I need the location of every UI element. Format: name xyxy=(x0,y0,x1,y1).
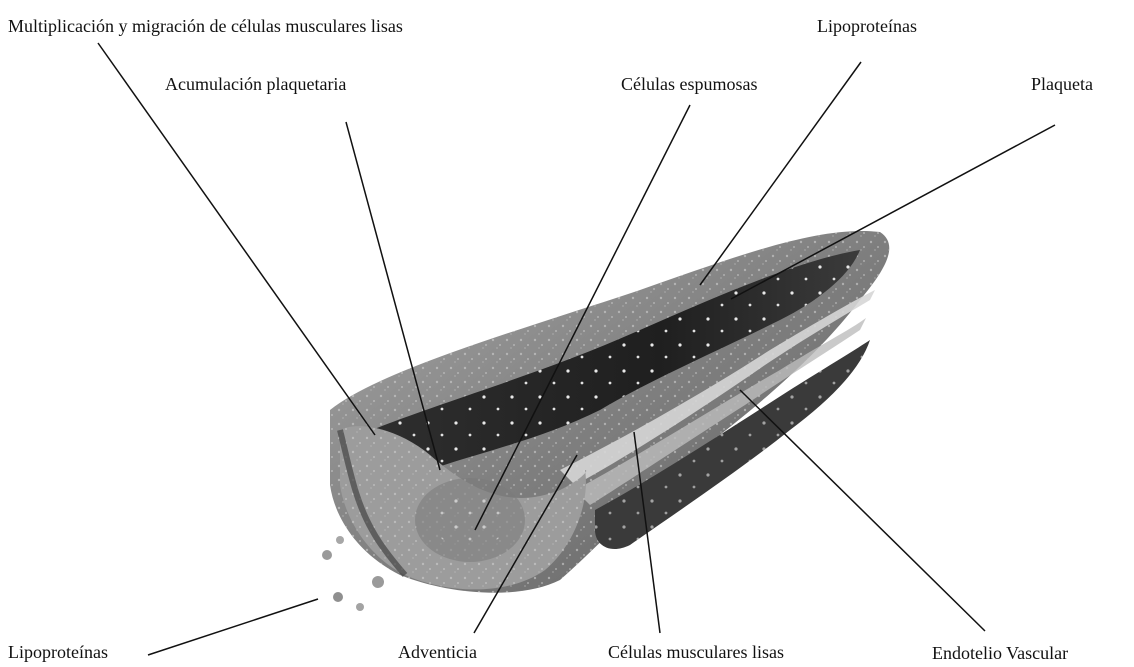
label-adventitia: Adventicia xyxy=(398,641,477,663)
lipoprotein-particle xyxy=(356,603,364,611)
label-smooth-muscle-cells: Células musculares lisas xyxy=(608,641,784,663)
label-lipoproteins-top: Lipoproteínas xyxy=(817,15,917,37)
lipoprotein-particle xyxy=(333,592,343,602)
label-platelet-accumulation: Acumulación plaquetaria xyxy=(165,73,346,95)
lipoprotein-particle xyxy=(372,576,384,588)
label-platelet: Plaqueta xyxy=(1031,73,1093,95)
lipoprotein-particle xyxy=(322,550,332,560)
lipoprotein-particle xyxy=(336,536,344,544)
label-lipoproteins-bottom: Lipoproteínas xyxy=(8,641,108,663)
leader-line-platelet xyxy=(731,125,1055,299)
artery-illustration xyxy=(330,231,889,593)
leader-line-smooth-muscle-migration xyxy=(98,43,375,435)
label-foam-cells: Células espumosas xyxy=(621,73,758,95)
label-smooth-muscle-migration: Multiplicación y migración de células mu… xyxy=(8,15,403,37)
leader-line-lipoproteins-bottom xyxy=(148,599,318,655)
leader-line-vascular-endothelium xyxy=(740,390,985,631)
label-vascular-endothelium: Endotelio Vascular xyxy=(932,642,1068,664)
